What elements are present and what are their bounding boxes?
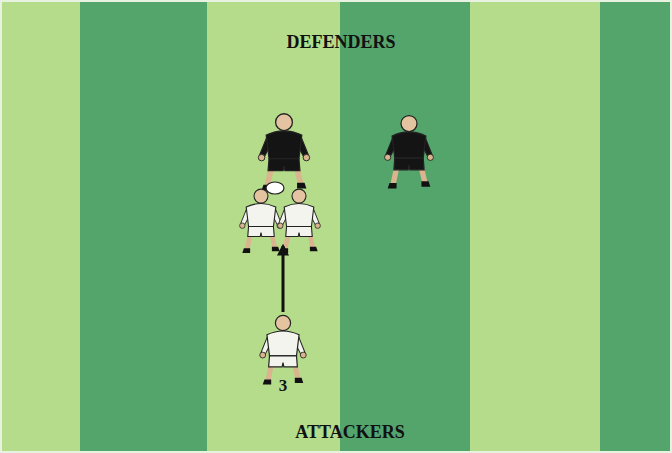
- defender-players: [258, 114, 433, 191]
- player-number: 3: [279, 377, 288, 394]
- team-heading: ATTACKERS: [295, 423, 404, 441]
- run-arrow: [282, 246, 285, 312]
- team-heading: DEFENDERS: [286, 33, 395, 51]
- attacker-players: [240, 182, 321, 385]
